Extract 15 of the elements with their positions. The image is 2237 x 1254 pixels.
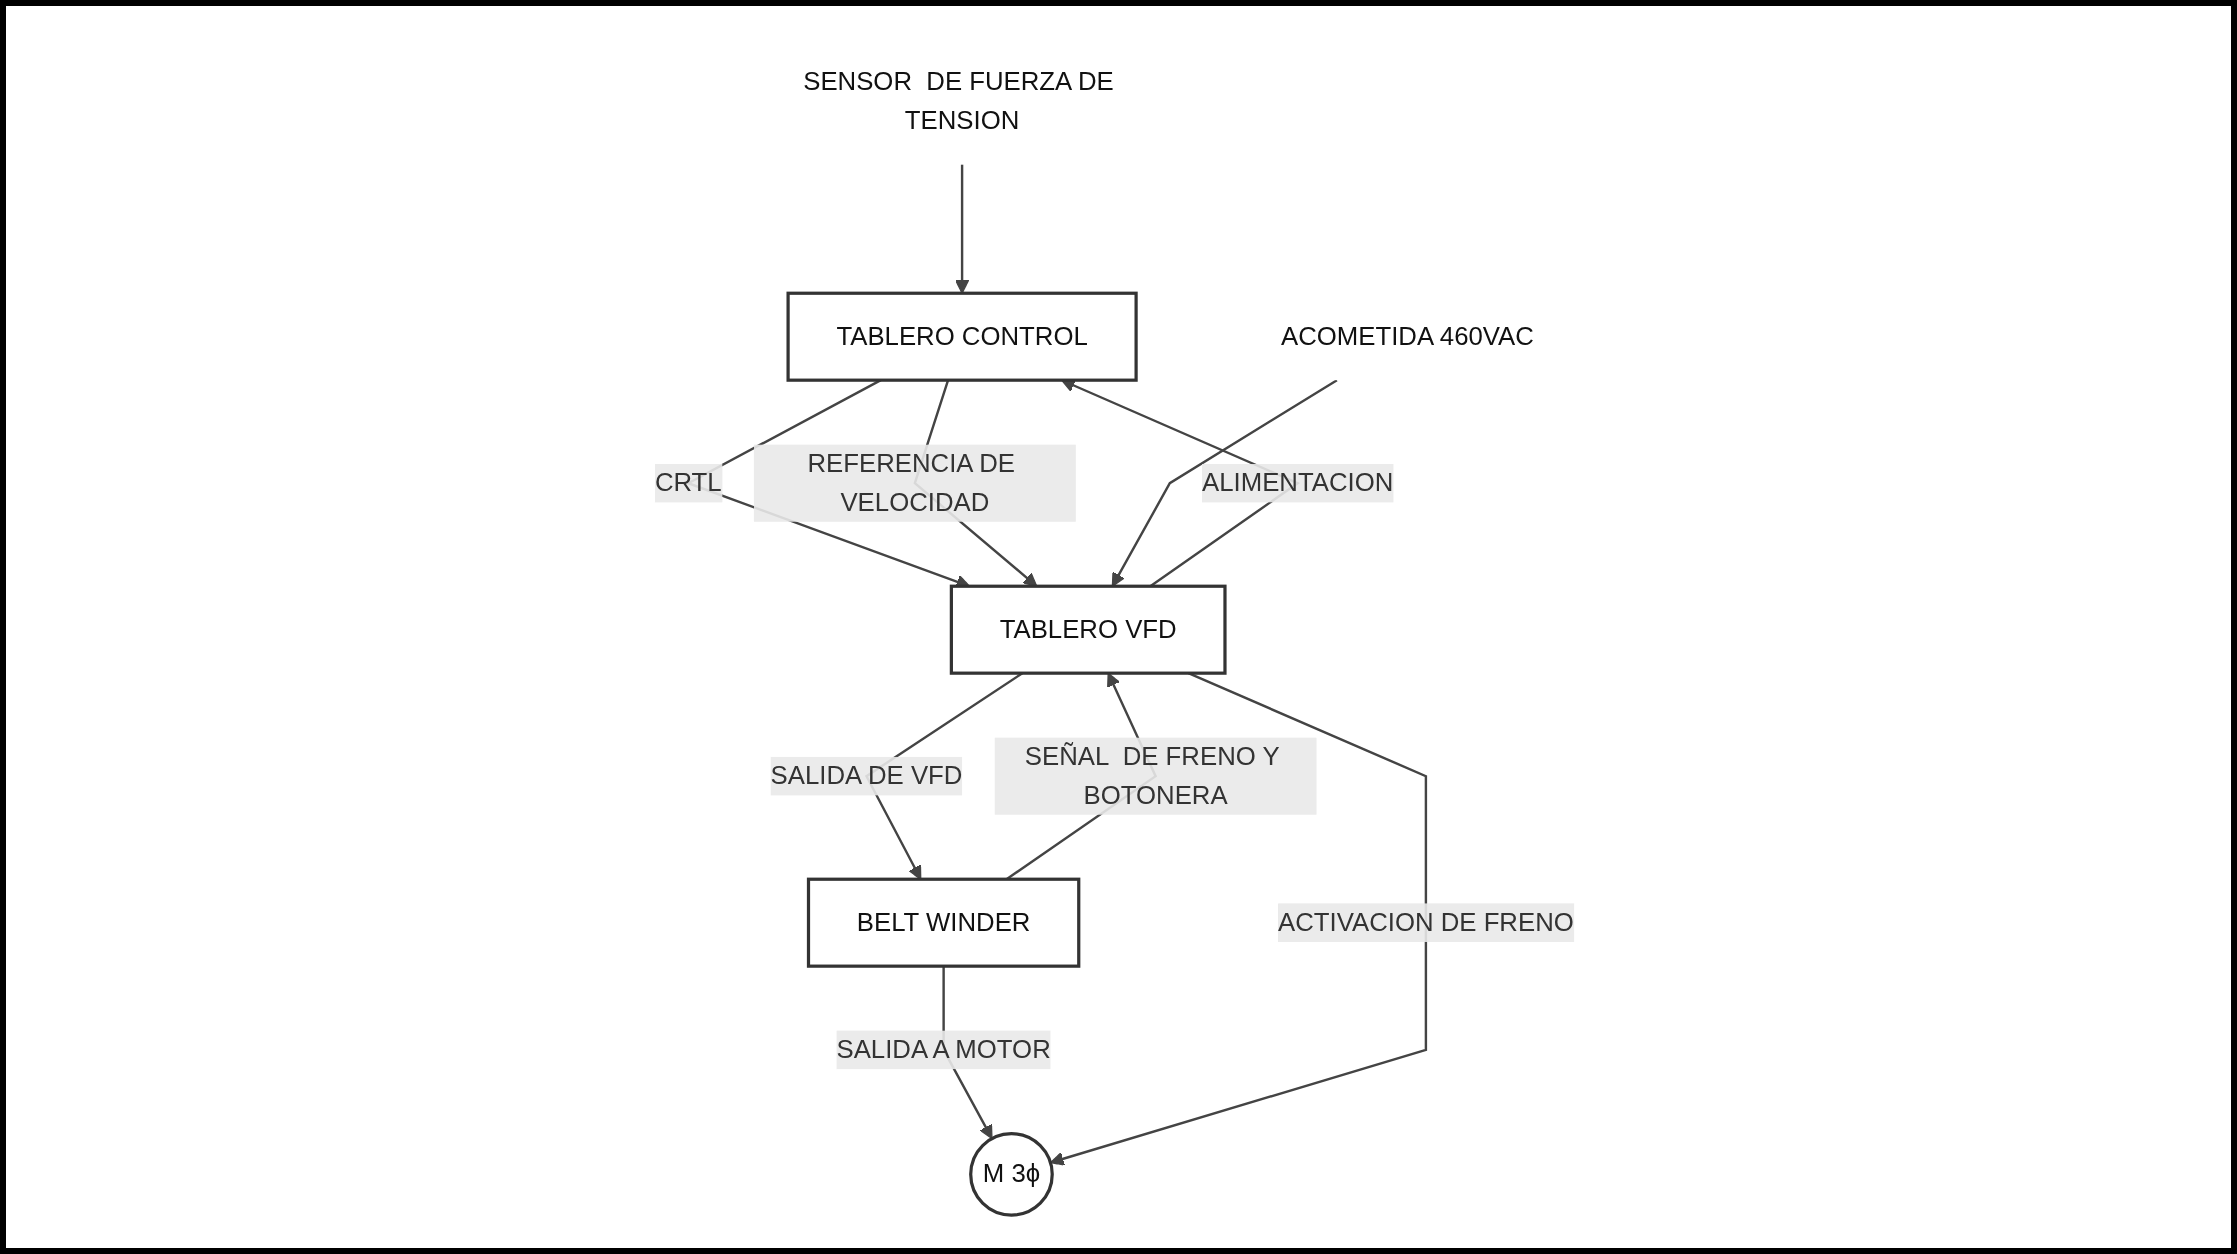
- node-box: TABLERO VFD: [949, 584, 1227, 675]
- edge-label: SALIDA DE VFD: [770, 761, 963, 790]
- edge-label: ALIMENTACION: [1201, 468, 1394, 497]
- arrow: [955, 164, 970, 294]
- edge-label: SEÑAL DE FRENO Y BOTONERA: [1024, 742, 1280, 809]
- node-text: SENSOR DE FUERZA DE TENSION: [803, 67, 1114, 134]
- node-box: BELT WINDER: [806, 877, 1081, 968]
- node-circle: M 3ϕ: [969, 1131, 1054, 1217]
- edge-label: REFERENCIA DE VELOCIDAD: [807, 449, 1016, 516]
- node-text: ACOMETIDA 460VAC: [1280, 322, 1534, 350]
- edge-label: CRTL: [654, 468, 722, 497]
- arrow: [1111, 379, 1338, 587]
- edge-label: SALIDA A MOTOR: [836, 1035, 1051, 1063]
- node-box: TABLERO CONTROL: [786, 291, 1138, 382]
- edge-label: ACTIVACION DE FRENO: [1277, 908, 1574, 936]
